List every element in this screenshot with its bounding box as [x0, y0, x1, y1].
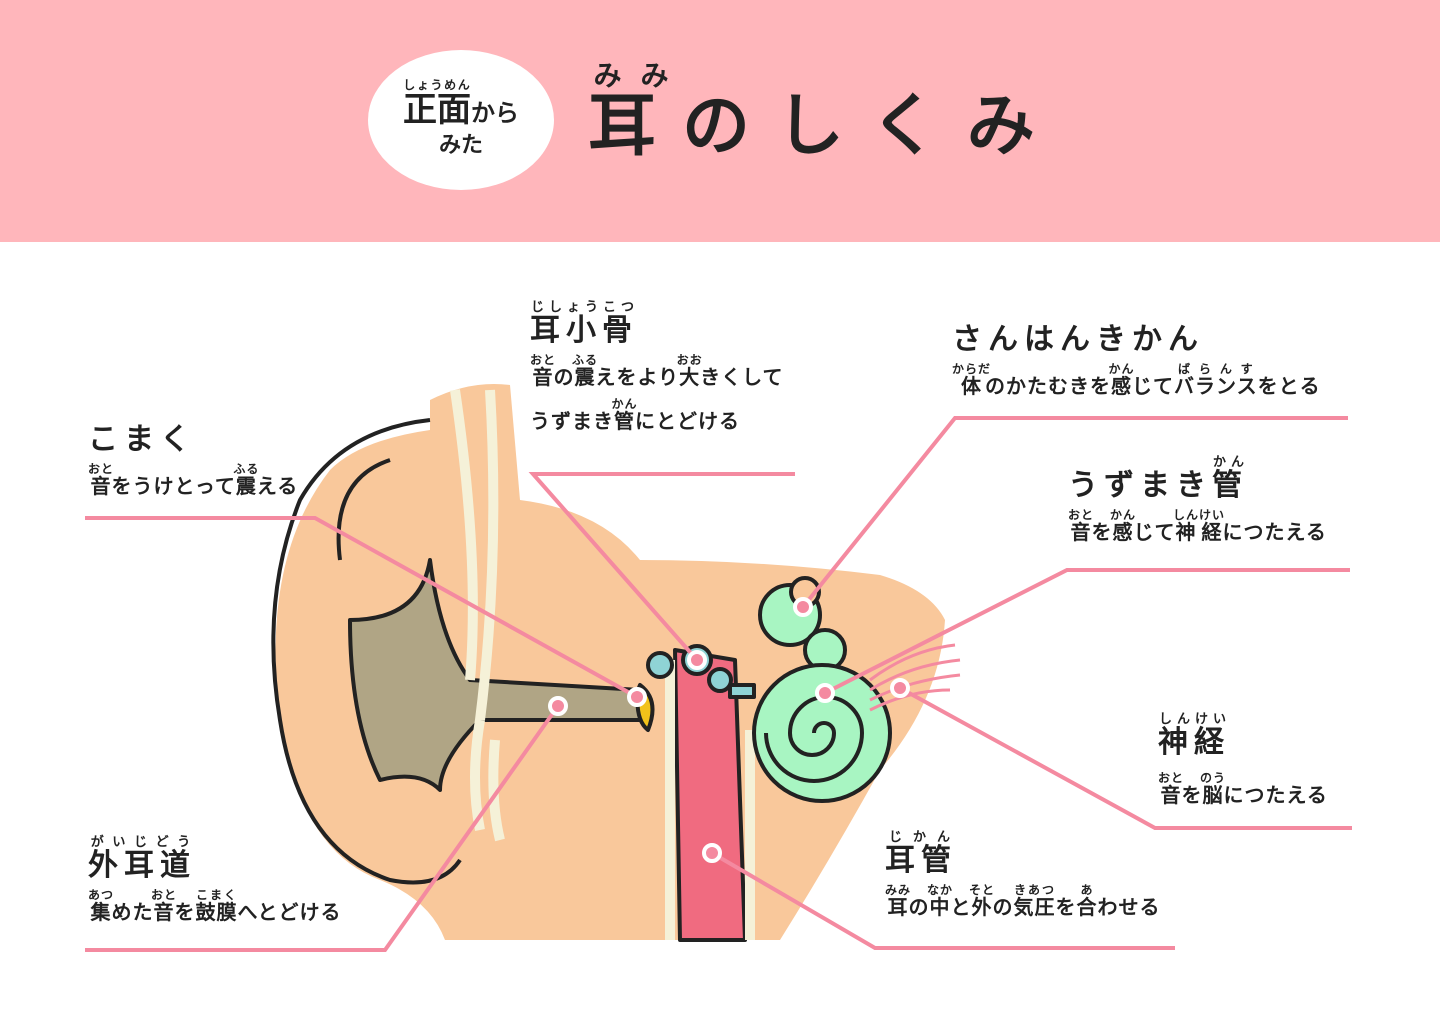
label-ear-canal: 外耳道がいじどう 集あつめた音おとを鼓膜こまくへとどける: [88, 835, 342, 924]
ear-body: [275, 384, 945, 940]
badge-line2: みた: [438, 133, 483, 158]
pinna: [271, 418, 462, 885]
label-eardrum: こまく 音おとをうけとって震ふるえる: [88, 422, 299, 498]
badge-line1: 正面しょうめんから: [403, 78, 519, 130]
page-title: 耳みみのしくみ: [588, 59, 1061, 166]
label-cochlea: うずまき管かん 音おとを感かんじて神経しんけいにつたえる: [1068, 455, 1327, 544]
label-nerve: 神経しんけい 音おとを脳のうにつたえる: [1158, 712, 1328, 807]
label-eustachian: 耳管じかん 耳みみの中なかと外そとの気圧きあつを合あわせる: [885, 830, 1161, 919]
header-banner: 正面しょうめんから みた 耳みみのしくみ: [0, 0, 1440, 242]
cochlea: [752, 663, 892, 803]
view-badge: 正面しょうめんから みた: [368, 50, 554, 190]
leader-dots: [548, 597, 910, 863]
leader-lines: [85, 416, 1352, 952]
ear-canal: [348, 558, 642, 792]
label-semicircular: さんはんきかん 体からだのかたむきを感かんじてバランスばらんすをとる: [952, 322, 1321, 398]
label-ossicles: 耳小骨じしょうこつ 音おとの震ふるえをより大おおきくして うずまき管かんにとどけ…: [530, 300, 784, 433]
nerve: [869, 643, 961, 712]
